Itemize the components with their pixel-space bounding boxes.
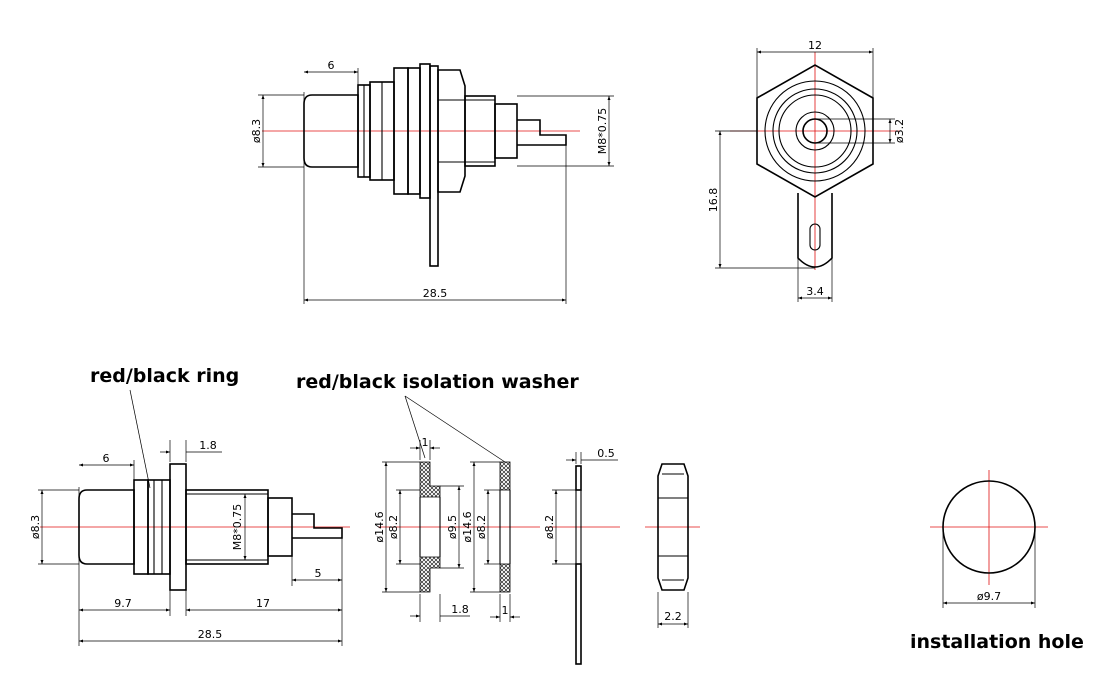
- dim-length: 28.5: [423, 287, 448, 300]
- dim-washer-b-outer: ø14.6: [461, 511, 474, 542]
- dim-lug-inner: ø8.2: [543, 515, 556, 539]
- dim-pin-diameter: ø3.2: [893, 119, 906, 143]
- dim-front: 9.7: [114, 597, 132, 610]
- washer-label: red/black isolation washer: [296, 371, 579, 393]
- dim-washer-b-inner: ø8.2: [475, 515, 488, 539]
- dim-washer-a-width: 1.8: [451, 603, 469, 616]
- top-front-view: 12 ø3.2 16.8 3.4: [707, 39, 906, 302]
- hole-label: installation hole: [910, 631, 1084, 653]
- dim-thread-b: M8*0.75: [231, 504, 244, 550]
- nut-view: 2.2: [645, 463, 700, 628]
- dim-collar-b: 6: [103, 452, 110, 465]
- dim-hole-diameter: ø9.7: [977, 590, 1001, 603]
- dim-length-b: 28.5: [198, 628, 223, 641]
- dim-tab-width: 3.4: [806, 285, 824, 298]
- dim-washer-a-inner: ø8.2: [387, 515, 400, 539]
- dim-nut-thickness: 2.2: [664, 610, 682, 623]
- dim-tab-length: 5: [315, 567, 322, 580]
- dim-body-diameter-b: ø8.3: [29, 515, 42, 539]
- dim-washer-a-shoulder: ø9.5: [446, 515, 459, 539]
- dim-thread-length: 17: [256, 597, 270, 610]
- dim-washer-a-thickness: 1: [422, 436, 429, 449]
- washer-a-view: 1 ø14.6 ø8.2 ø9.5 1.8: [373, 436, 470, 622]
- ring-label: red/black ring: [90, 365, 239, 387]
- top-side-view: 6 28.5 ø8.3 M8*0.75: [250, 59, 614, 304]
- dim-washer-b-thickness: 1: [502, 604, 509, 617]
- dim-lug-thickness: 0.5: [597, 447, 615, 460]
- washer-b-view: ø14.6 ø8.2 1: [461, 461, 540, 622]
- dim-thread: M8*0.75: [596, 108, 609, 154]
- dim-collar: 6: [328, 59, 335, 72]
- dim-height: 16.8: [707, 188, 720, 213]
- installation-hole-view: ø9.7: [930, 470, 1048, 608]
- dim-washer-a-outer: ø14.6: [373, 511, 386, 542]
- bottom-side-view: 6 1.8 ø8.3 M8*0.75 9.7 17 5 28.5: [29, 439, 350, 646]
- dim-flange: 1.8: [199, 439, 217, 452]
- dim-body-diameter: ø8.3: [250, 119, 263, 143]
- lug-view: 0.5 ø8.2: [543, 447, 620, 665]
- dim-hex-width: 12: [808, 39, 822, 52]
